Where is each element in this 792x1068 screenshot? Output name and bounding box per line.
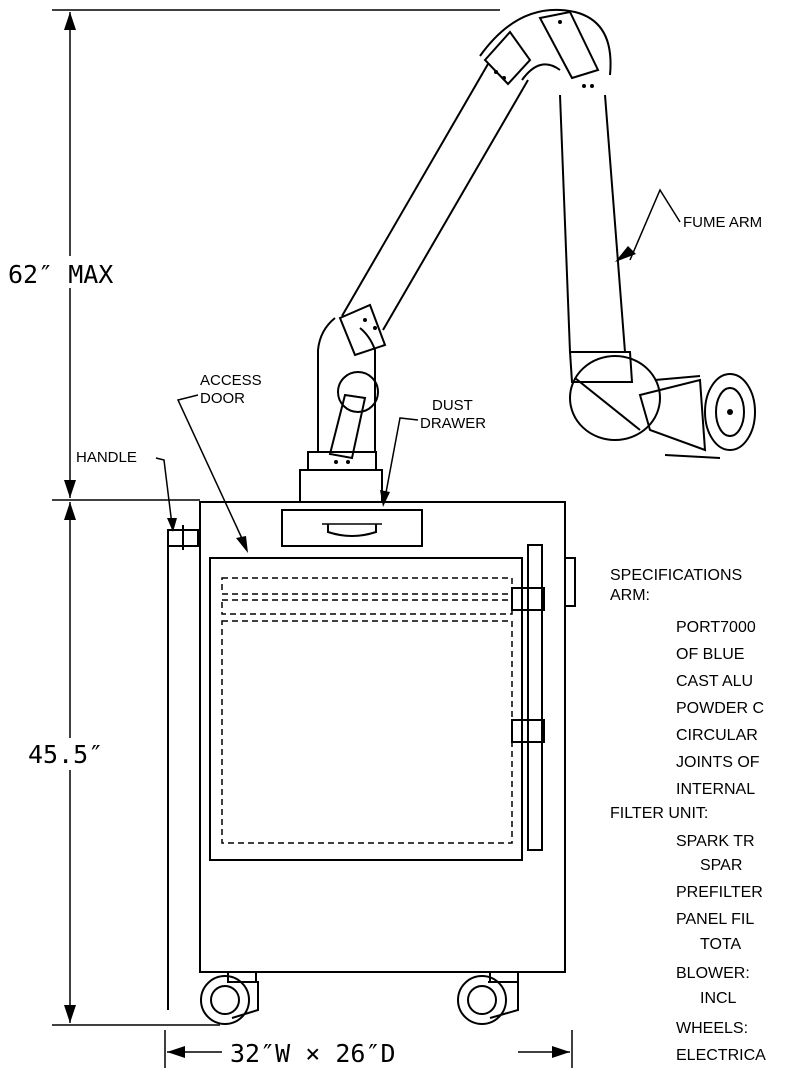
spec-arm-line: OF BLUE [676,646,744,663]
access-door-label-2: DOOR [200,390,245,407]
spec-filter-line: INCL [700,990,737,1007]
spec-filter-line: ELECTRICA [676,1047,766,1064]
arm-base [299,451,383,503]
fume-arm-label: FUME ARM [683,214,762,231]
front-left-caster [200,971,259,1025]
spec-arm-line: JOINTS OF [676,754,760,771]
door-clamp-bar [527,544,543,851]
dust-drawer-label-1: DUST [432,397,473,414]
dust-drawer [281,509,423,547]
fume-arm [317,8,756,464]
spec-filter-line: SPARK TR [676,833,755,850]
cabinet-height-label: 45.5″ [28,740,103,769]
spec-filter-line: SPAR [700,857,742,874]
dust-drawer-label-2: DRAWER [420,415,486,432]
spec-arm-heading: ARM: [610,587,650,604]
spec-filter-line: PANEL FIL [676,911,754,928]
spec-filter-line: PREFILTER [676,884,763,901]
callout-access-door: ACCESS DOOR [176,372,262,553]
callout-fume-arm: FUME ARM [615,188,762,262]
spec-arm-line: INTERNAL [676,781,755,798]
spec-title: SPECIFICATIONS [610,567,742,584]
spec-filter-line: WHEELS: [676,1020,748,1037]
handle-label: HANDLE [76,449,137,466]
height-max-label: 62″ MAX [8,260,113,289]
access-door-label-1: ACCESS [200,372,262,389]
spec-filter-heading: FILTER UNIT: [610,805,708,822]
footprint-dimension: 32″W × 26″D [164,1030,573,1068]
access-door [209,557,523,861]
height-dimension-62: 62″ MAX [8,9,500,498]
front-right-caster [457,971,519,1025]
spec-filter-line: BLOWER: [676,965,750,982]
spec-arm-line: CIRCULAR [676,727,758,744]
spec-filter-line: TOTA [700,936,742,953]
footprint-label: 32″W × 26″D [230,1039,396,1068]
spec-arm-line: POWDER C [676,700,764,717]
spec-arm-line: CAST ALU [676,673,753,690]
spec-arm-line: PORT7000 [676,619,756,636]
filter-cabinet [167,501,576,1010]
height-dimension-45: 45.5″ [20,499,220,1026]
callout-dust-drawer: DUST DRAWER [380,397,486,507]
callout-handle: HANDLE [76,449,177,532]
specifications-block: SPECIFICATIONS ARM: PORT7000 OF BLUE CAS… [610,567,766,1064]
